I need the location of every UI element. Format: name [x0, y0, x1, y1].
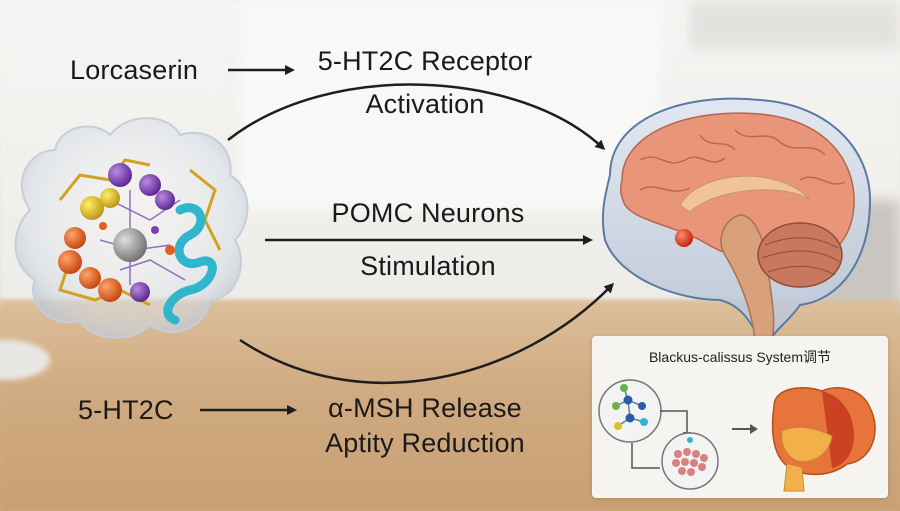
inset-title: Blackus-calissus System调节 [648, 349, 832, 365]
corpus-callosum [679, 175, 811, 213]
lorcaserin-molecule [14, 117, 249, 339]
arrow-molecule-to-brain-upper [227, 83, 606, 151]
cerebellum [757, 222, 843, 288]
melanocortin-system-inset: Blackus-calissus System调节 [592, 336, 888, 498]
hypothalamus-dot [675, 229, 693, 247]
pomc-stimulation-label: POMC Neurons Stimulation [300, 200, 556, 280]
msh-label-line2: Aptity Reduction [325, 428, 525, 458]
pomc-label-line2: Stimulation [360, 251, 496, 281]
cluster-circle [661, 432, 719, 490]
lorcaserin-label: Lorcaserin [70, 55, 199, 85]
receptor-label-line1: 5-HT2C Receptor [317, 46, 533, 76]
range-hood-background [690, 0, 900, 50]
receptor-label-line2: Activation [365, 89, 485, 119]
molecule-bubble [14, 117, 249, 339]
5ht2c-label: 5-HT2C [78, 395, 174, 425]
arrow-molecule-to-brain-lower [239, 282, 615, 385]
msh-label-line1: α-MSH Release [328, 393, 522, 423]
brain-illustration [601, 97, 872, 341]
cabinet-background [0, 0, 230, 95]
receptor-activation-label: 5-HT2C Receptor Activation [300, 48, 550, 118]
pomc-label-line1: POMC Neurons [331, 198, 525, 228]
network-circle [598, 379, 662, 443]
connector-lines [631, 410, 688, 469]
helix [163, 203, 217, 325]
cell-cluster-icon [672, 448, 708, 476]
arrows [200, 65, 615, 415]
msh-release-label: α-MSH Release Aptity Reduction [300, 395, 550, 457]
stomach-icon [771, 387, 876, 492]
inset-graphics [598, 379, 876, 492]
window-background [240, 0, 660, 210]
